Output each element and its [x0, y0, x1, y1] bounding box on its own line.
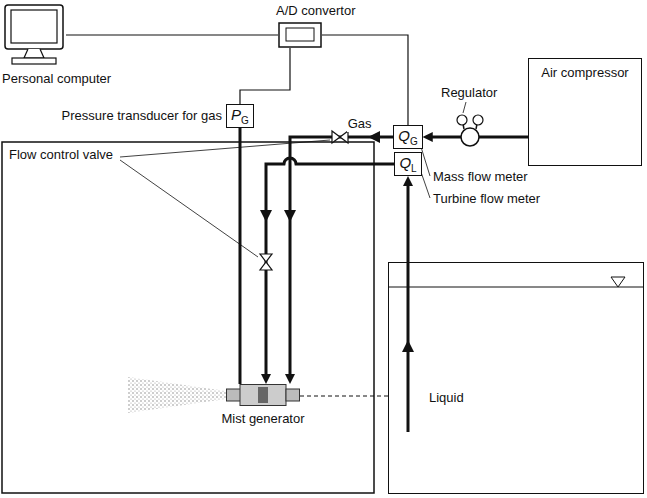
node-label: Air compressor — [541, 66, 628, 81]
mass-flow-meter: QG — [393, 125, 422, 149]
liquid-pipe — [266, 158, 394, 376]
regulator-symbol — [461, 128, 479, 146]
edge-label: Gas — [347, 117, 373, 132]
part-label: Mass flow meter — [432, 170, 529, 185]
surface-symbol — [611, 277, 625, 287]
leader-line — [463, 102, 466, 113]
monitor-base — [12, 58, 56, 64]
valve-symbol — [260, 254, 272, 270]
signal-wire — [66, 34, 278, 35]
signal-wire — [322, 35, 408, 125]
enclosure-box — [2, 142, 374, 493]
turbine-flow-meter: QL — [394, 152, 421, 176]
monitor-frame — [5, 5, 63, 49]
gas-pipe — [238, 128, 241, 384]
computer-icon: Personal computer — [4, 4, 66, 66]
node-label: Personal computer — [2, 72, 111, 87]
flow-arrow — [260, 210, 272, 222]
monitor-screen — [11, 10, 57, 43]
air-compressor-box: Air compressor — [528, 58, 642, 166]
node-label: Mist generator — [221, 412, 304, 427]
part-label: Regulator — [440, 86, 498, 101]
node-label: Q — [399, 154, 411, 171]
node-label: Q — [398, 127, 410, 144]
regulator-gauge — [473, 115, 483, 125]
part-label: Pressure transducer for gas — [61, 109, 223, 124]
leader-line — [120, 140, 330, 157]
monitor-stand — [24, 49, 44, 58]
node-label: P — [231, 106, 241, 123]
signal-wire — [240, 48, 290, 104]
nozzle-cap — [286, 389, 300, 401]
mist-spray — [128, 377, 226, 413]
part-label: Flow control valve — [8, 148, 114, 163]
node-label: A/D convertor — [276, 4, 355, 19]
leader-line — [421, 172, 430, 198]
converter-case — [279, 23, 321, 47]
mist-generator-icon — [226, 384, 300, 406]
pressure-transducer: PG — [226, 104, 254, 128]
nozzle-cap — [227, 389, 241, 401]
mist-generator: Mist generator — [226, 384, 300, 406]
level-line — [300, 396, 388, 397]
leader-line — [120, 160, 258, 257]
flow-arrow — [402, 340, 414, 352]
node-label: Liquid — [429, 391, 464, 406]
liquid-surface — [388, 287, 644, 288]
liquid-tank: Liquid — [388, 262, 644, 494]
part-label: Turbine flow meter — [432, 192, 541, 207]
leader-line — [421, 147, 430, 176]
computer-icon-icon — [4, 4, 66, 66]
gas-pipe — [290, 137, 393, 376]
generator-core — [258, 387, 268, 403]
converter-display — [286, 28, 314, 41]
node-label: G — [410, 136, 418, 147]
node-label: G — [241, 115, 249, 126]
node-label: L — [411, 163, 417, 174]
ad-converter: A/D convertor — [278, 22, 322, 48]
regulator-gauge — [457, 115, 467, 125]
flow-arrow — [368, 131, 380, 143]
liquid-pipe — [406, 184, 409, 262]
valve-symbol — [332, 131, 348, 143]
ad-converter-icon — [278, 22, 322, 48]
generator-body — [240, 385, 286, 406]
flow-arrow — [284, 210, 296, 222]
